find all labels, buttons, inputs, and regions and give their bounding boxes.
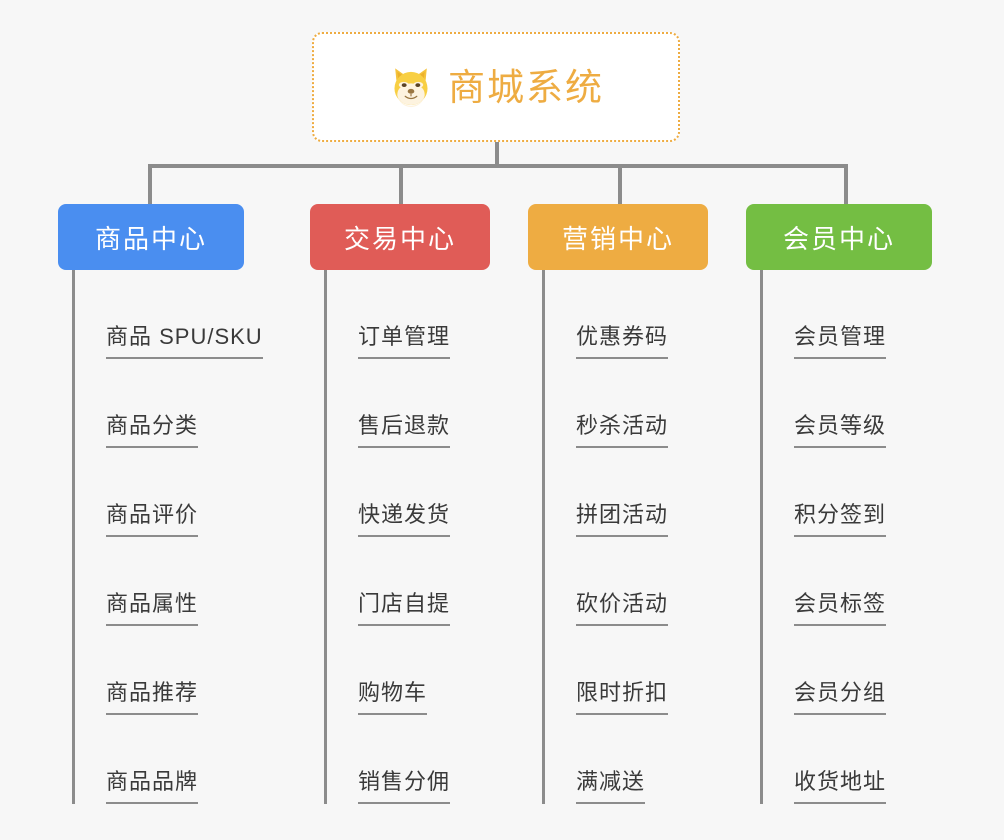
leaf-item[interactable]: 销售分佣 [324, 715, 490, 804]
leaf-item[interactable]: 门店自提 [324, 537, 490, 626]
leaf-label: 商品推荐 [106, 682, 199, 715]
leaf-label: 拼团活动 [576, 504, 669, 537]
leaf-trunk-1 [72, 270, 75, 804]
leaf-list-4: 会员管理 会员等级 积分签到 会员标签 会员分组 收货地址 [760, 270, 932, 804]
branch-column-3: 营销中心 优惠券码 秒杀活动 拼团活动 砍价活动 限时折扣 满减送 [528, 204, 708, 804]
leaf-label: 限时折扣 [576, 682, 669, 715]
leaf-trunk-4 [760, 270, 763, 804]
category-header-2-label: 交易中心 [343, 223, 456, 254]
leaf-list-3: 优惠券码 秒杀活动 拼团活动 砍价活动 限时折扣 满减送 [542, 270, 708, 804]
leaf-item[interactable]: 会员管理 [760, 270, 932, 359]
branch-column-1: 商品中心 商品 SPU/SKU 商品分类 商品评价 商品属性 商品推荐 商品品牌 [58, 204, 263, 804]
root-node-shop-system[interactable]: 商城系统 [312, 32, 680, 142]
leaf-item[interactable]: 订单管理 [324, 270, 490, 359]
category-header-3-label: 营销中心 [561, 223, 674, 254]
leaf-item[interactable]: 购物车 [324, 626, 490, 715]
leaf-item[interactable]: 会员等级 [760, 359, 932, 448]
leaf-item[interactable]: 会员分组 [760, 626, 932, 715]
leaf-label: 会员分组 [794, 682, 887, 715]
category-header-1-label: 商品中心 [94, 223, 207, 254]
category-header-4[interactable]: 会员中心 [746, 204, 932, 270]
leaf-item[interactable]: 商品 SPU/SKU [72, 270, 263, 359]
leaf-label: 砍价活动 [576, 593, 669, 626]
leaf-item[interactable]: 快递发货 [324, 448, 490, 537]
leaf-item[interactable]: 售后退款 [324, 359, 490, 448]
leaf-item[interactable]: 砍价活动 [542, 537, 708, 626]
leaf-label: 快递发货 [358, 504, 451, 537]
leaf-item[interactable]: 商品评价 [72, 448, 244, 537]
leaf-label: 订单管理 [358, 326, 451, 359]
leaf-label: 售后退款 [358, 415, 451, 448]
branch-column-2: 交易中心 订单管理 售后退款 快递发货 门店自提 购物车 销售分佣 [310, 204, 490, 804]
leaf-label: 商品 SPU/SKU [106, 326, 263, 359]
leaf-item[interactable]: 收货地址 [760, 715, 932, 804]
leaf-item[interactable]: 拼团活动 [542, 448, 708, 537]
category-header-4-label: 会员中心 [782, 223, 895, 254]
leaf-item[interactable]: 商品品牌 [72, 715, 244, 804]
connector-horizontal-bus [148, 164, 848, 168]
connector-drop-3 [618, 164, 622, 204]
leaf-label: 满减送 [576, 771, 646, 804]
category-header-3[interactable]: 营销中心 [528, 204, 708, 270]
branch-column-4: 会员中心 会员管理 会员等级 积分签到 会员标签 会员分组 收货地址 [746, 204, 932, 804]
leaf-trunk-2 [324, 270, 327, 804]
leaf-item[interactable]: 优惠券码 [542, 270, 708, 359]
leaf-item[interactable]: 会员标签 [760, 537, 932, 626]
leaf-label: 收货地址 [794, 771, 887, 804]
leaf-label: 商品品牌 [106, 771, 199, 804]
connector-drop-1 [148, 164, 152, 204]
leaf-label: 优惠券码 [576, 326, 669, 359]
leaf-label: 门店自提 [358, 593, 451, 626]
leaf-item[interactable]: 商品推荐 [72, 626, 244, 715]
leaf-label: 会员管理 [794, 326, 887, 359]
leaf-item[interactable]: 秒杀活动 [542, 359, 708, 448]
category-header-2[interactable]: 交易中心 [310, 204, 490, 270]
shiba-dog-face-icon [388, 64, 434, 110]
leaf-label: 会员等级 [794, 415, 887, 448]
leaf-item[interactable]: 满减送 [542, 715, 708, 804]
leaf-label: 购物车 [358, 682, 428, 715]
leaf-label: 秒杀活动 [576, 415, 669, 448]
leaf-label: 商品评价 [106, 504, 199, 537]
leaf-label: 商品属性 [106, 593, 199, 626]
category-header-1[interactable]: 商品中心 [58, 204, 244, 270]
leaf-label: 积分签到 [794, 504, 887, 537]
leaf-item[interactable]: 积分签到 [760, 448, 932, 537]
leaf-label: 会员标签 [794, 593, 887, 626]
leaf-label: 销售分佣 [358, 771, 451, 804]
leaf-item[interactable]: 商品分类 [72, 359, 244, 448]
connector-drop-4 [844, 164, 848, 204]
leaf-trunk-3 [542, 270, 545, 804]
root-title: 商城系统 [448, 66, 604, 108]
connector-drop-2 [399, 164, 403, 204]
connector-root-stem [495, 142, 499, 166]
leaf-item[interactable]: 限时折扣 [542, 626, 708, 715]
leaf-item[interactable]: 商品属性 [72, 537, 244, 626]
leaf-list-1: 商品 SPU/SKU 商品分类 商品评价 商品属性 商品推荐 商品品牌 [72, 270, 263, 804]
leaf-label: 商品分类 [106, 415, 199, 448]
leaf-list-2: 订单管理 售后退款 快递发货 门店自提 购物车 销售分佣 [324, 270, 490, 804]
